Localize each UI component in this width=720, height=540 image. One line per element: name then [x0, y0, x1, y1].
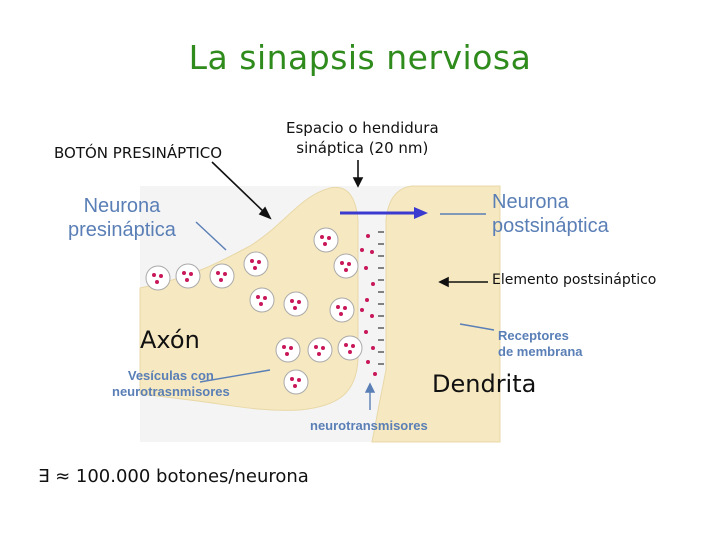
- receptors-label: Receptores de membrana: [498, 328, 583, 360]
- vesicle: [145, 265, 171, 291]
- cleft-receptors: [378, 231, 384, 365]
- postsynaptic-dendrite: [371, 185, 501, 443]
- footer-note: ∃ ≈ 100.000 botones/neurona: [38, 466, 309, 487]
- vesicle: [283, 369, 309, 395]
- postsynaptic-neuron-label: Neurona postsináptica: [492, 190, 609, 238]
- receptors-line1: Receptores: [498, 328, 569, 343]
- vesicle: [307, 337, 333, 363]
- dendrite-label: Dendrita: [432, 370, 537, 398]
- vesicles-label: Vesículas con neurotrasnmisores: [112, 368, 230, 400]
- vesicle: [333, 253, 359, 279]
- synaptic-cleft-label: Espacio o hendidura sináptica (20 nm): [286, 118, 439, 158]
- annotation-arrows: [211, 160, 488, 288]
- axon-label: Axón: [140, 326, 200, 354]
- pointer-lines: [195, 213, 495, 410]
- vesicle: [209, 263, 235, 289]
- vesicles: [145, 227, 363, 395]
- vesicle: [329, 297, 355, 323]
- cleft-line2: sináptica (20 nm): [296, 139, 429, 157]
- vesicle: [243, 251, 269, 277]
- vesicle: [283, 291, 309, 317]
- neurotransmitters-label: neurotransmisores: [310, 418, 428, 433]
- post-line1: Neurona: [492, 191, 569, 213]
- page-title: La sinapsis nerviosa: [188, 38, 532, 77]
- vesicle: [313, 227, 339, 253]
- signal-arrow: [340, 207, 428, 219]
- cleft-line1: Espacio o hendidura: [286, 119, 439, 137]
- vesicle: [337, 335, 363, 361]
- post-line2: postsináptica: [492, 215, 609, 237]
- neurotransmitter-dots: [360, 234, 377, 376]
- vesicles-line1: Vesículas con: [127, 368, 214, 383]
- presynaptic-neuron-label: Neurona presináptica: [68, 194, 176, 242]
- vesicle: [249, 287, 275, 313]
- receptors-line2: de membrana: [498, 344, 583, 359]
- pre-line2: presináptica: [68, 219, 176, 241]
- vesicles-line2: neurotrasnmisores: [112, 384, 230, 399]
- vesicle: [275, 337, 301, 363]
- presynaptic-terminal: [139, 186, 359, 411]
- vesicle: [175, 263, 201, 289]
- postsynaptic-element-label: Elemento postsináptico: [492, 272, 657, 288]
- pre-line1: Neurona: [83, 195, 161, 217]
- presynaptic-button-label: BOTÓN PRESINÁPTICO: [54, 144, 223, 162]
